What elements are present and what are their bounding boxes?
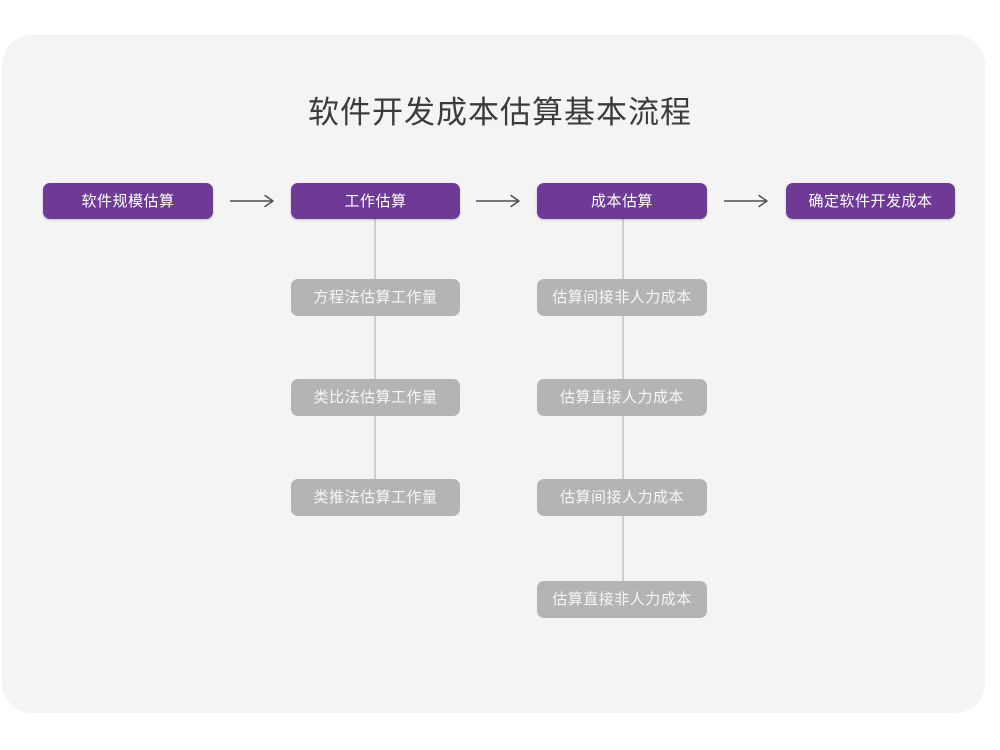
branch-node-indirect-non-labor-cost[interactable]: 估算间接非人力成本 bbox=[537, 279, 707, 316]
diagram-card bbox=[2, 35, 985, 713]
connector-work-3 bbox=[374, 415, 376, 479]
branch-node-direct-non-labor-cost[interactable]: 估算直接非人力成本 bbox=[537, 581, 707, 618]
flow-node-label: 确定软件开发成本 bbox=[808, 192, 933, 210]
flow-node-cost-estimation[interactable]: 成本估算 bbox=[537, 183, 707, 219]
branch-node-label: 方程法估算工作量 bbox=[313, 289, 438, 306]
connector-work-2 bbox=[374, 315, 376, 379]
branch-node-work-inference-method[interactable]: 类推法估算工作量 bbox=[291, 479, 460, 516]
long-right-arrow-icon-2 bbox=[474, 188, 526, 214]
flow-node-label: 成本估算 bbox=[590, 192, 653, 210]
page-title: 软件开发成本估算基本流程 bbox=[308, 95, 692, 130]
branch-node-label: 类比法估算工作量 bbox=[313, 389, 438, 406]
flow-node-software-scale-estimation[interactable]: 软件规模估算 bbox=[43, 183, 213, 219]
long-right-arrow-icon-1 bbox=[228, 188, 280, 214]
connector-cost-4 bbox=[622, 515, 624, 581]
branch-node-label: 估算直接非人力成本 bbox=[552, 591, 692, 608]
branch-node-work-analogy-method[interactable]: 类比法估算工作量 bbox=[291, 379, 460, 416]
branch-node-label: 类推法估算工作量 bbox=[313, 489, 438, 506]
branch-node-indirect-labor-cost[interactable]: 估算间接人力成本 bbox=[537, 479, 707, 516]
connector-cost-3 bbox=[622, 415, 624, 479]
branch-node-label: 估算间接非人力成本 bbox=[552, 289, 692, 306]
connector-work-1 bbox=[374, 218, 376, 280]
branch-node-direct-labor-cost[interactable]: 估算直接人力成本 bbox=[537, 379, 707, 416]
flow-node-determine-development-cost[interactable]: 确定软件开发成本 bbox=[786, 183, 955, 219]
branch-node-label: 估算间接人力成本 bbox=[559, 489, 684, 506]
flow-node-label: 软件规模估算 bbox=[81, 192, 175, 210]
flow-node-work-estimation[interactable]: 工作估算 bbox=[291, 183, 460, 219]
connector-cost-2 bbox=[622, 315, 624, 379]
branch-node-label: 估算直接人力成本 bbox=[559, 389, 684, 406]
branch-node-work-equation-method[interactable]: 方程法估算工作量 bbox=[291, 279, 460, 316]
long-right-arrow-icon-3 bbox=[722, 188, 774, 214]
flow-node-label: 工作估算 bbox=[344, 192, 407, 210]
connector-cost-1 bbox=[622, 218, 624, 280]
